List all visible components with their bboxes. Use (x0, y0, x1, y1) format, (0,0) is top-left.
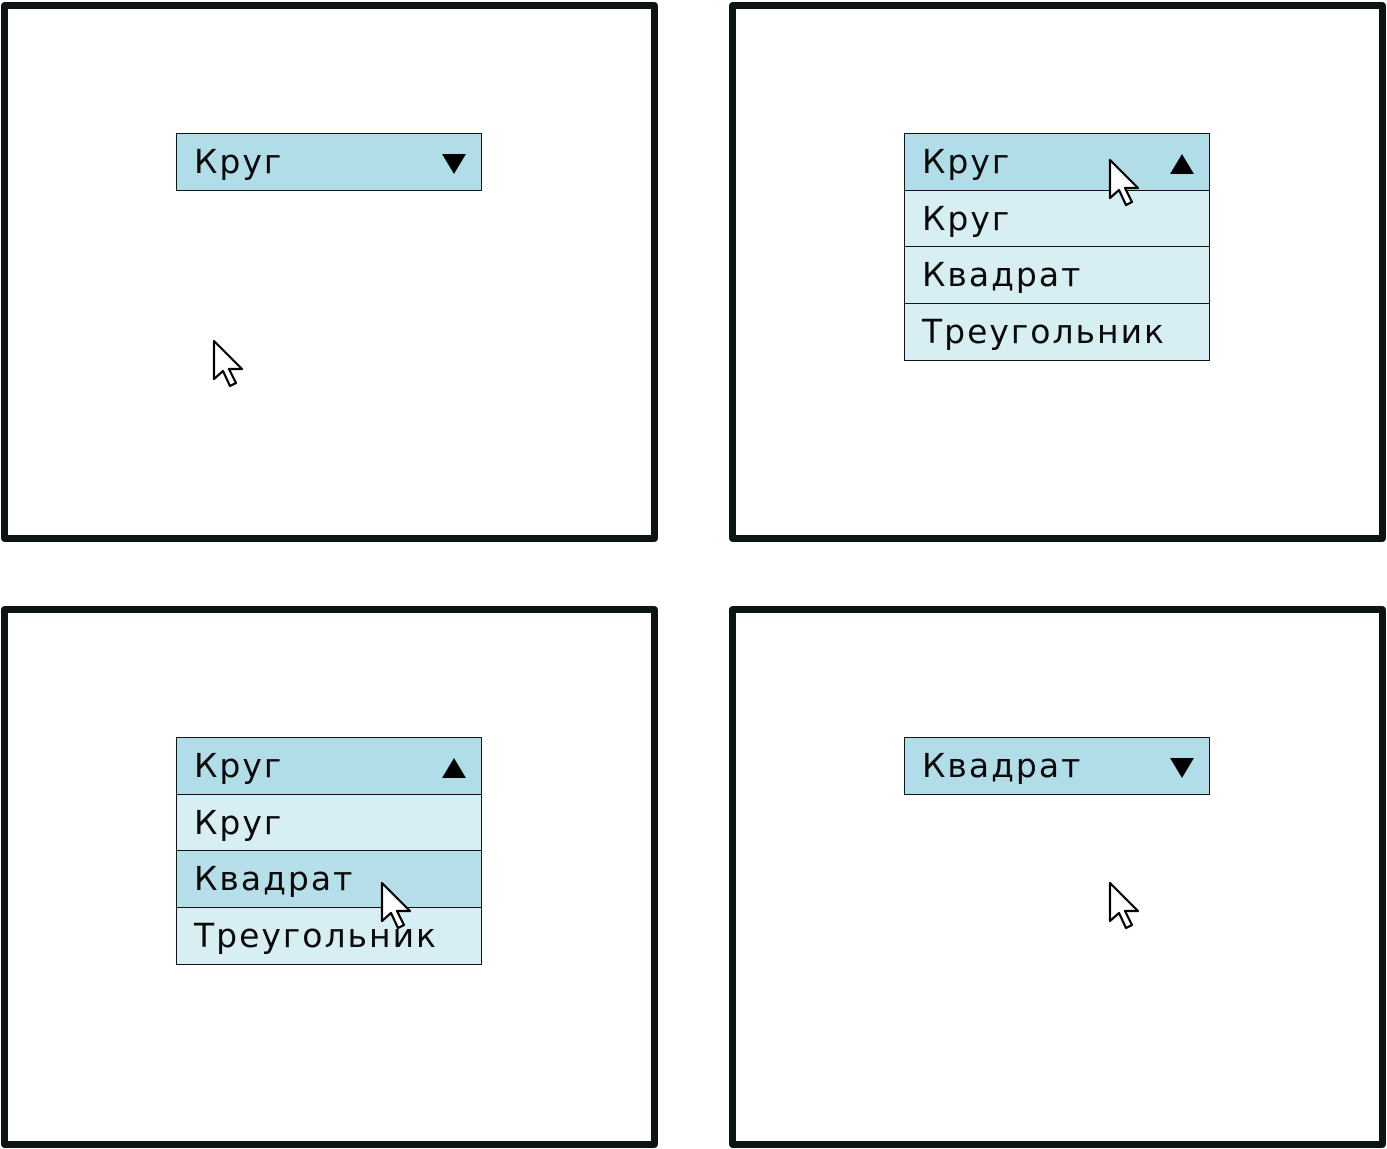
mouse-pointer-icon (212, 339, 244, 388)
dropdown-selected-value[interactable]: Круг (176, 737, 482, 795)
dropdown-option-square-hovered[interactable]: Квадрат (176, 850, 482, 908)
triangle-up-icon[interactable] (440, 756, 468, 780)
mouse-pointer-icon (380, 881, 412, 930)
dropdown-selected-value[interactable]: Круг (904, 133, 1210, 191)
dropdown-option-triangle[interactable]: Треугольник (904, 302, 1210, 361)
dropdown-option-triangle[interactable]: Треугольник (176, 906, 482, 965)
frame-2-open: Круг Круг Квадрат Треугольник (729, 2, 1386, 542)
dropdown-selected-value[interactable]: Круг (176, 133, 482, 191)
frame-1-closed: Круг (1, 2, 658, 542)
mouse-pointer-icon (1108, 158, 1140, 207)
shape-dropdown[interactable]: Круг (176, 133, 482, 191)
dropdown-selected-value[interactable]: Квадрат (904, 737, 1210, 795)
dropdown-option-square[interactable]: Квадрат (904, 246, 1210, 304)
frame-3-hover: Круг Круг Квадрат Треугольник (1, 606, 658, 1148)
frame-4-selected: Квадрат (729, 606, 1386, 1148)
shape-dropdown[interactable]: Квадрат (904, 737, 1210, 795)
mouse-pointer-icon (1108, 881, 1140, 930)
dropdown-option-circle[interactable]: Круг (176, 793, 482, 852)
shape-dropdown[interactable]: Круг Круг Квадрат Треугольник (176, 737, 482, 965)
dropdown-option-circle[interactable]: Круг (904, 189, 1210, 248)
shape-dropdown[interactable]: Круг Круг Квадрат Треугольник (904, 133, 1210, 361)
triangle-down-icon[interactable] (1168, 756, 1196, 780)
triangle-down-icon[interactable] (440, 152, 468, 176)
triangle-up-icon[interactable] (1168, 152, 1196, 176)
